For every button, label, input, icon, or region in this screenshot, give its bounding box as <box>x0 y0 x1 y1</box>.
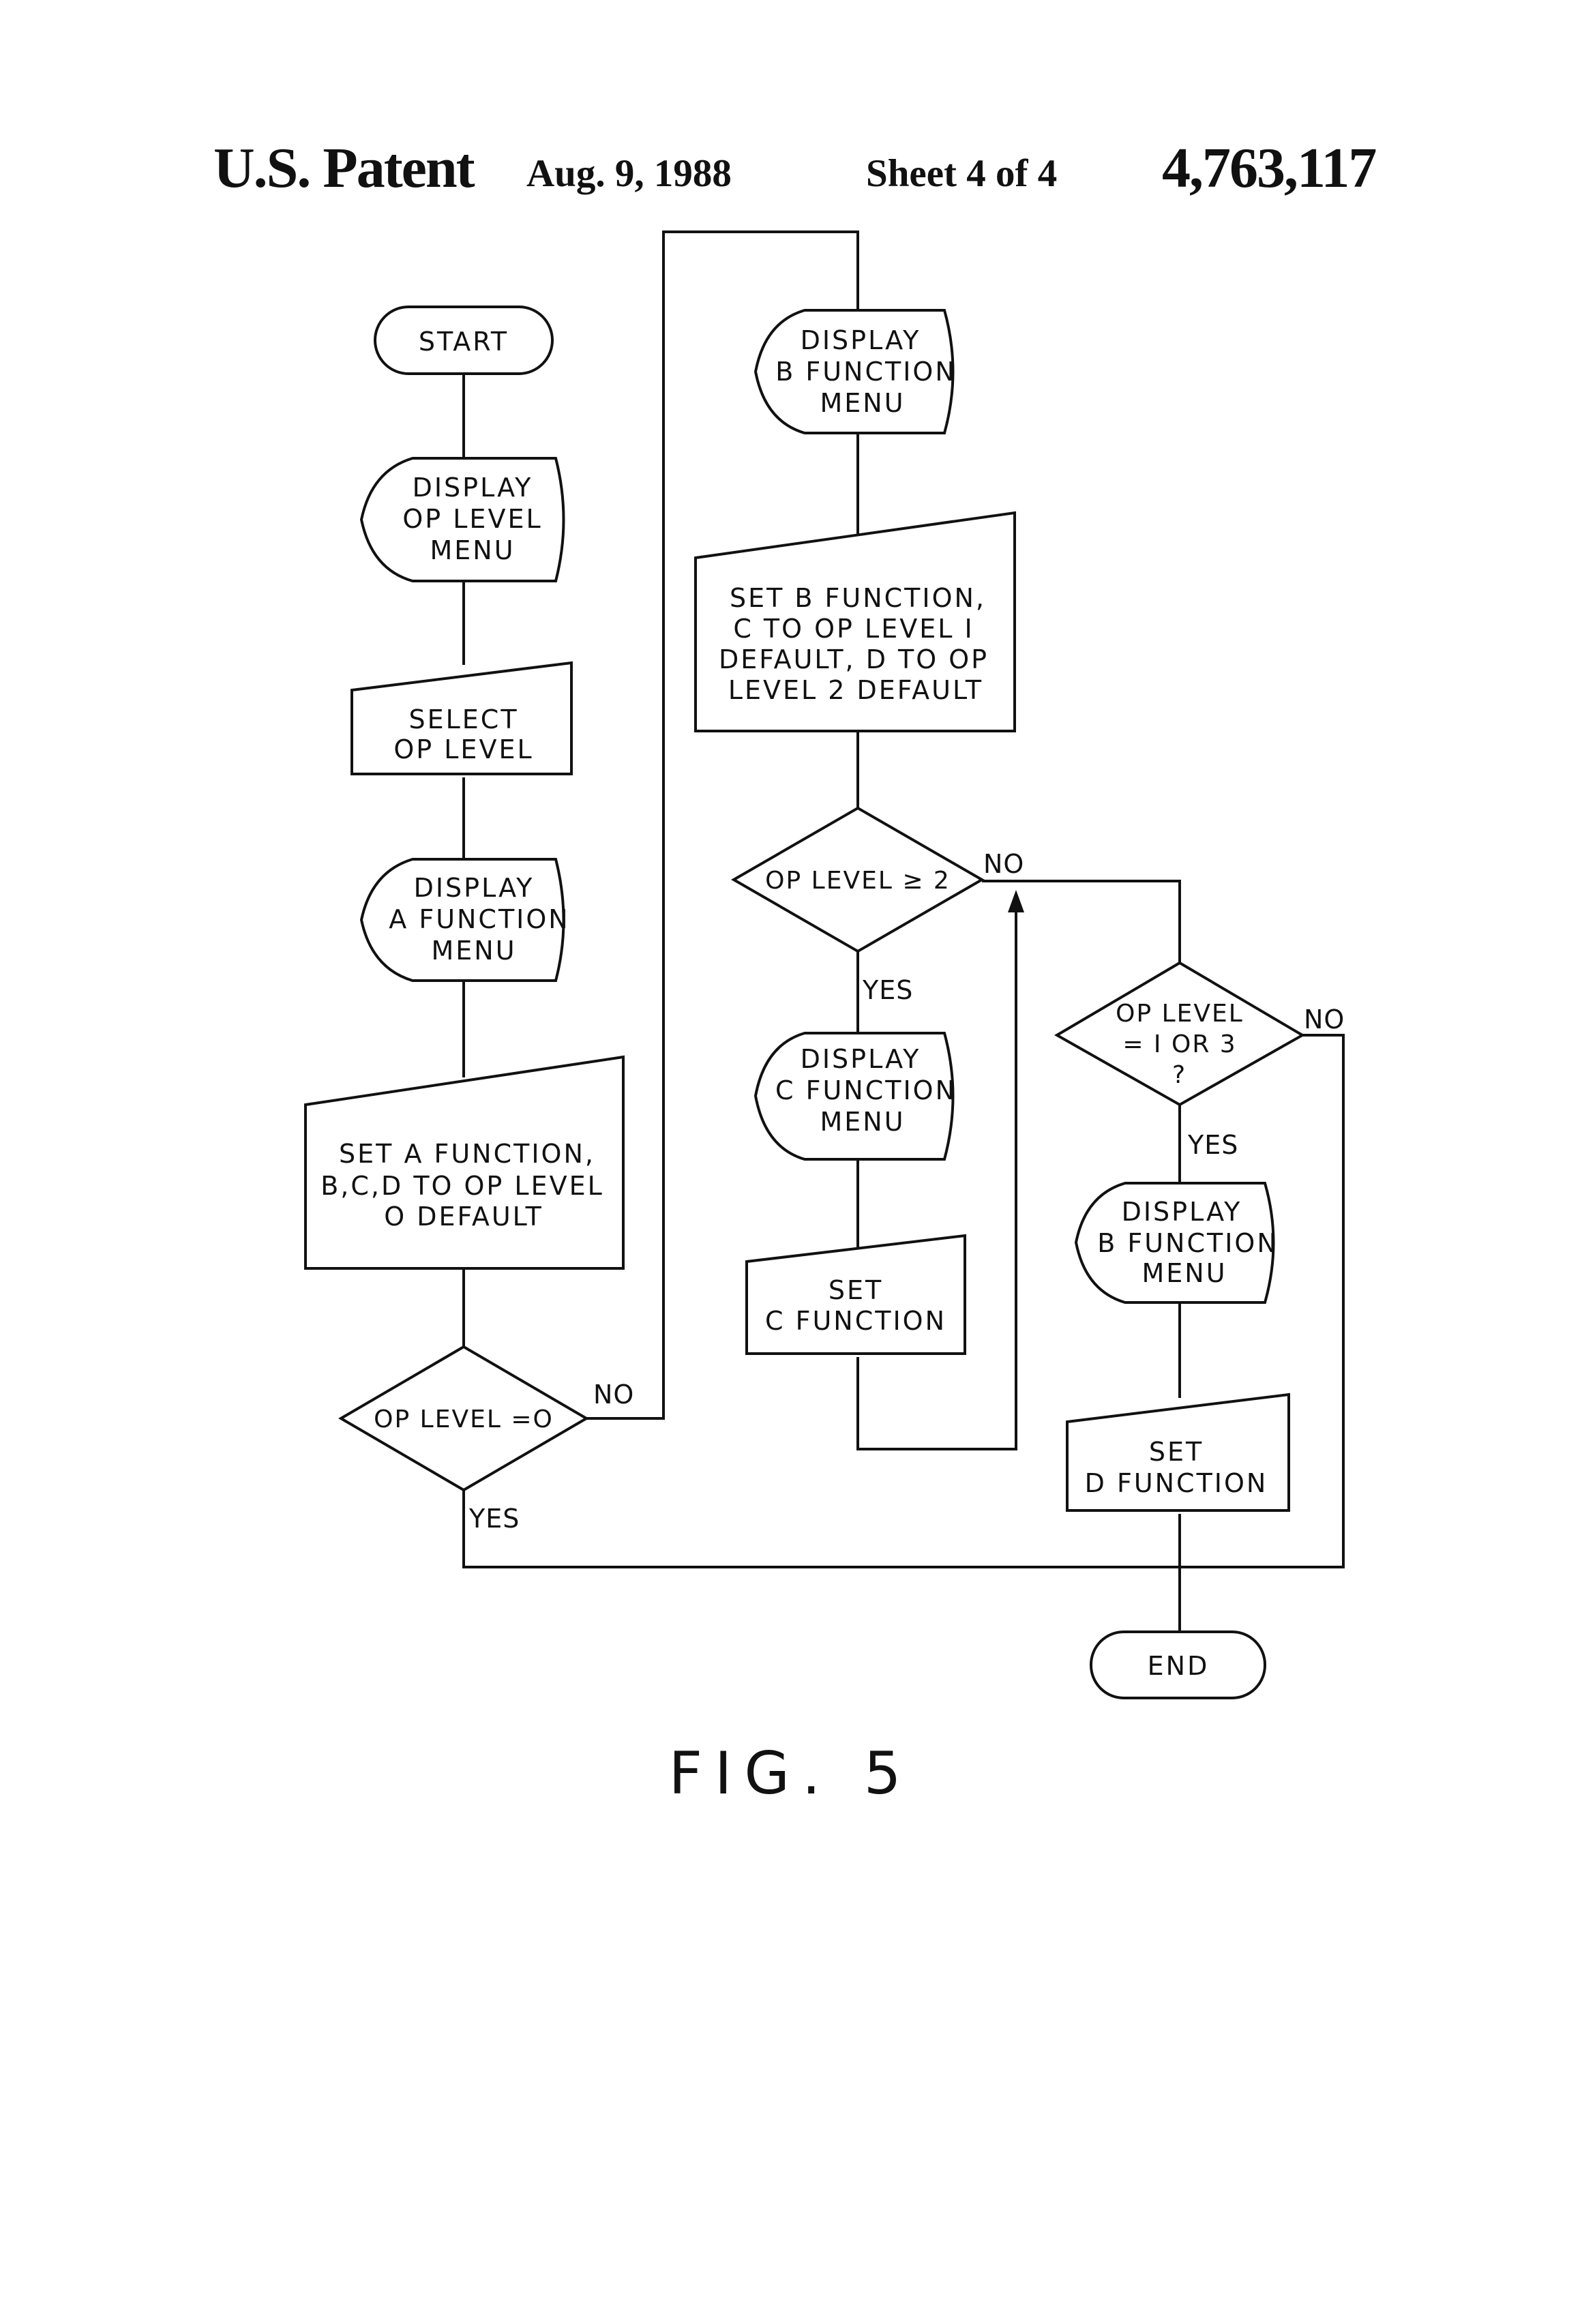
end-label: END <box>1148 1651 1210 1681</box>
no-label-3: NO <box>1304 1004 1345 1034</box>
display-a-line-3: MENU <box>431 936 516 966</box>
select-op-level-line-1: SELECT <box>408 704 518 734</box>
decision-1-or-3-line-3: ? <box>1172 1061 1187 1089</box>
set-b-line-4: LEVEL 2 DEFAULT <box>728 675 983 705</box>
start-label: START <box>419 327 509 357</box>
yes-label-1: YES <box>468 1504 520 1534</box>
display-op-level-line-1: DISPLAY <box>413 473 533 503</box>
display-b1-line-2: B FUNCTION <box>775 357 957 387</box>
yes-label-3: YES <box>1187 1130 1238 1160</box>
display-c-line-2: C FUNCTION <box>775 1075 957 1105</box>
set-a-line-3: O DEFAULT <box>384 1202 543 1232</box>
set-c-line-2: C FUNCTION <box>765 1306 946 1336</box>
set-b-line-2: C TO OP LEVEL I <box>733 614 974 644</box>
set-d-line-1: SET <box>1149 1437 1204 1467</box>
display-b2-line-3: MENU <box>1141 1258 1227 1288</box>
decision-1-or-3-line-2: = I OR 3 <box>1122 1030 1236 1058</box>
connector-no-to-column3 <box>982 881 1180 963</box>
yes-label-2: YES <box>862 975 913 1005</box>
display-c-line-3: MENU <box>820 1107 905 1137</box>
display-a-line-1: DISPLAY <box>414 873 535 903</box>
display-b2-line-2: B FUNCTION <box>1097 1228 1279 1258</box>
display-b1-line-1: DISPLAY <box>801 325 921 355</box>
figure-label: FIG. 5 <box>669 1740 914 1808</box>
display-c-line-1: DISPLAY <box>801 1044 921 1074</box>
display-a-line-2: A FUNCTION <box>389 904 569 934</box>
set-c-line-1: SET <box>829 1275 883 1305</box>
no-label-1: NO <box>593 1380 634 1410</box>
decision-1-or-3-line-1: OP LEVEL <box>1116 1000 1244 1028</box>
set-a-line-1: SET A FUNCTION, <box>339 1139 595 1169</box>
arrow-up-icon <box>1008 890 1024 912</box>
display-op-level-line-3: MENU <box>430 535 515 565</box>
decision-op-level-ge-2-label: OP LEVEL ≥ 2 <box>765 867 951 895</box>
set-b-line-1: SET B FUNCTION, <box>730 583 986 613</box>
set-a-line-2: B,C,D TO OP LEVEL <box>320 1171 604 1201</box>
display-op-level-line-2: OP LEVEL <box>402 504 542 534</box>
display-b2-line-1: DISPLAY <box>1122 1197 1242 1227</box>
display-b1-line-3: MENU <box>820 388 905 418</box>
set-d-line-2: D FUNCTION <box>1085 1468 1268 1498</box>
no-label-2: NO <box>983 849 1024 879</box>
set-b-line-3: DEFAULT, D TO OP <box>719 644 989 674</box>
decision-op-level-0-label: OP LEVEL =O <box>374 1405 554 1433</box>
select-op-level-line-2: OP LEVEL <box>393 734 533 764</box>
